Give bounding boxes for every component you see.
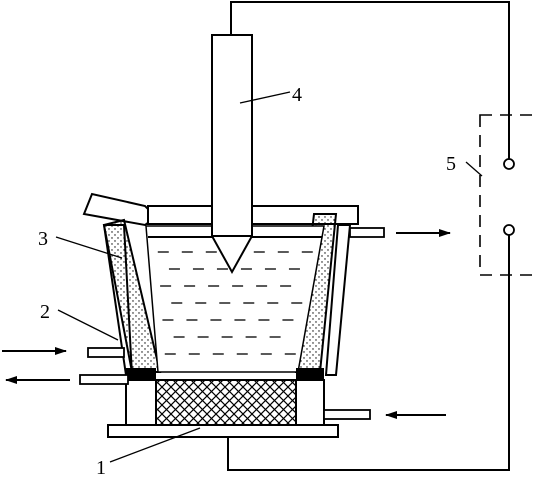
label-3: 3 <box>38 228 48 250</box>
base-plate <box>107 424 339 438</box>
right-seal-band <box>296 368 324 380</box>
label-5: 5 <box>446 153 456 175</box>
leader-lines <box>55 91 483 463</box>
right-top-pipe <box>349 227 385 238</box>
leader-3 <box>55 236 123 259</box>
right-outer-wall <box>324 224 352 376</box>
flow-arrows <box>2 229 451 419</box>
leader-5 <box>465 161 483 177</box>
left-seal-band <box>126 368 156 380</box>
right-support-block <box>295 379 325 426</box>
bottom-electrode <box>107 379 339 438</box>
right-bottom-pipe <box>323 409 371 420</box>
label-4: 4 <box>292 84 302 106</box>
left-support-block <box>125 379 157 426</box>
left-inlet-pipe <box>87 347 125 358</box>
bath-dashes <box>157 251 313 355</box>
circuit-wire-bottom <box>227 275 510 471</box>
power-supply-box <box>479 114 533 276</box>
leader-1 <box>109 427 201 463</box>
leader-2 <box>57 309 119 341</box>
top-electrode <box>211 34 253 275</box>
left-outlet-pipe <box>79 374 129 385</box>
leader-4 <box>239 91 291 104</box>
power-circuit <box>227 1 533 471</box>
circuit-wire-top <box>230 1 510 115</box>
terminal-top <box>503 158 515 170</box>
hearth-electrode <box>155 379 297 426</box>
label-1: 1 <box>96 457 106 478</box>
cooling-pipes <box>79 227 385 420</box>
label-2: 2 <box>40 301 50 323</box>
electrode-body <box>211 34 253 275</box>
terminal-bottom <box>503 224 515 236</box>
